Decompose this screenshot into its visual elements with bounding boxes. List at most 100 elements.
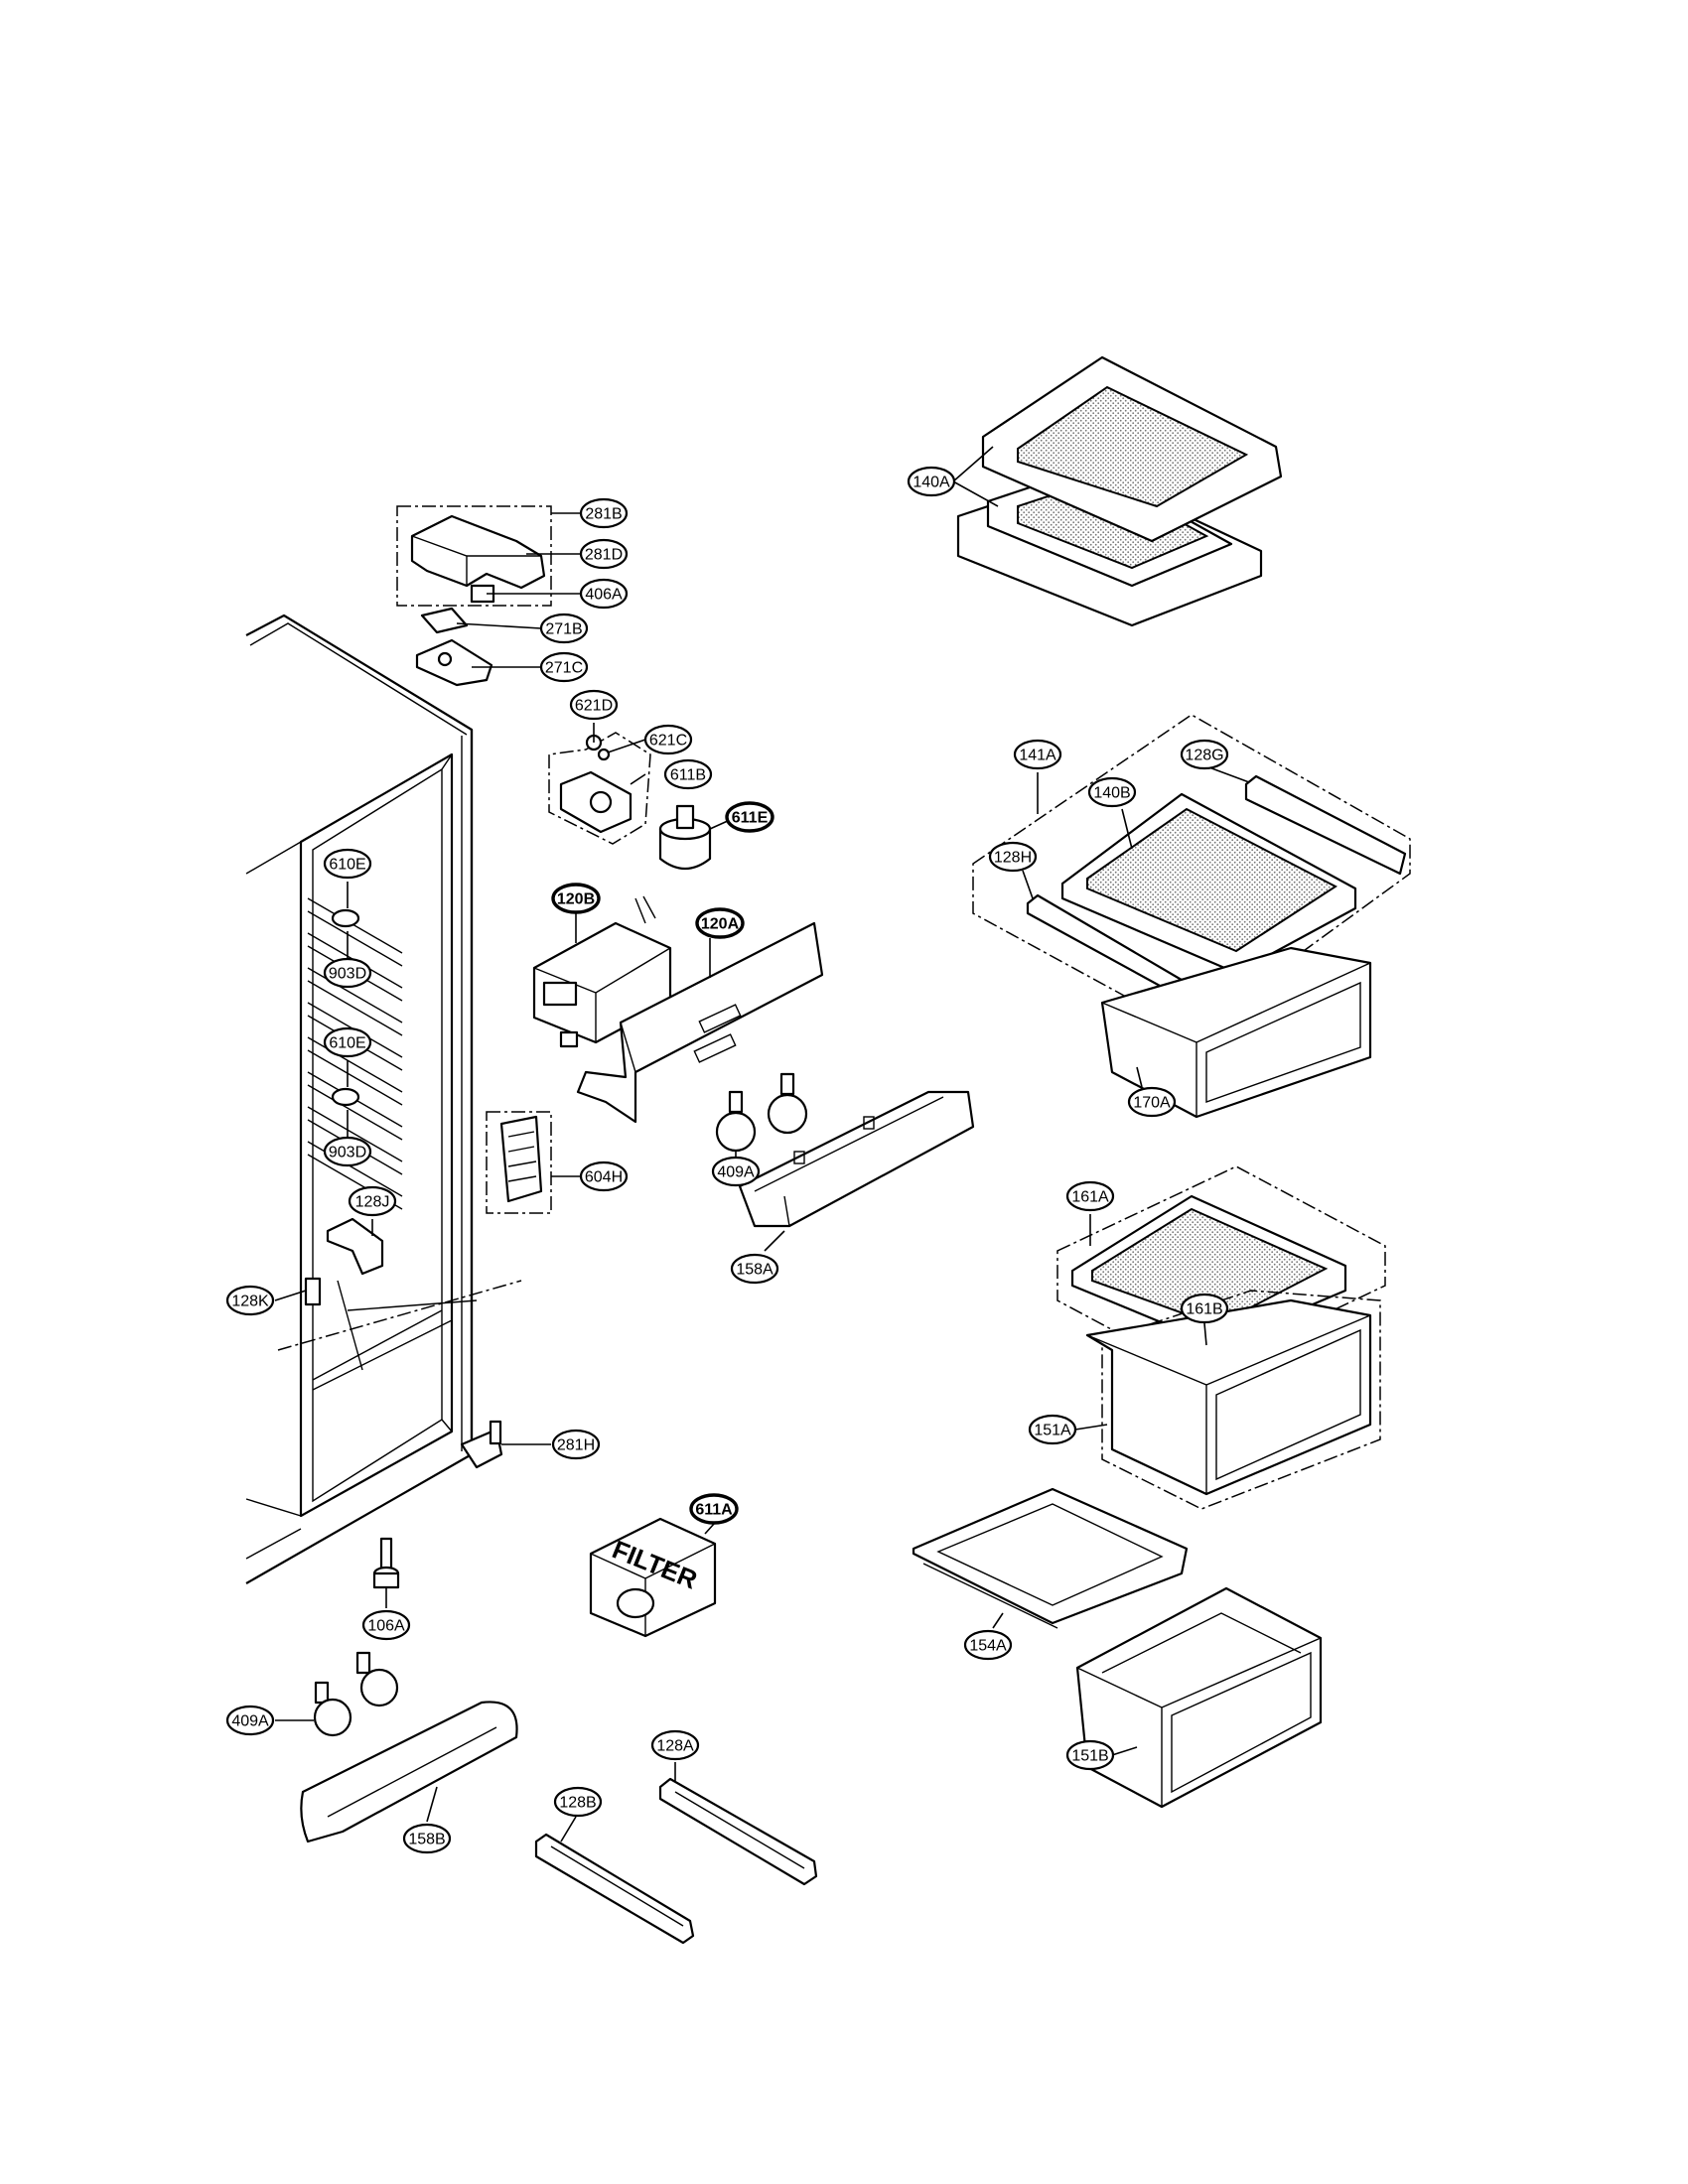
lamp-cover-158b (300, 1701, 518, 1843)
callout-128a: 128A (650, 1729, 700, 1761)
callout-141a: 141A (1013, 739, 1062, 770)
shelf-140a-pair (956, 355, 1283, 627)
callout-text: 281D (585, 547, 623, 564)
callout-text: 406A (585, 587, 623, 604)
tray-154a (912, 1487, 1189, 1629)
callout-158b: 158B (402, 1823, 452, 1854)
callout-120b: 120B (551, 883, 601, 914)
callout-158a: 158A (730, 1253, 779, 1285)
callout-text: 128K (231, 1294, 269, 1310)
callout-161a: 161A (1065, 1180, 1115, 1212)
housing-bracket-120a (576, 921, 824, 1124)
callout-903d-1: 903D (323, 957, 372, 989)
callout-text: 106A (367, 1618, 405, 1635)
callout-text: 128B (559, 1795, 596, 1812)
callout-409a-1: 409A (711, 1156, 761, 1187)
lamp-cover-158a (738, 1090, 975, 1228)
callout-161b: 161B (1180, 1293, 1229, 1324)
callout-text: 128G (1185, 748, 1223, 764)
callout-409a-2: 409A (225, 1705, 275, 1736)
group-161a-outline (1056, 1165, 1386, 1376)
callout-271b: 271B (539, 613, 589, 644)
callout-611b: 611B (663, 758, 713, 790)
callout-281d: 281D (579, 538, 629, 570)
callout-128b: 128B (553, 1786, 603, 1818)
callout-text: 128A (656, 1738, 694, 1755)
callout-281b: 281B (579, 497, 629, 529)
rail-128b (534, 1833, 695, 1945)
callout-text: 409A (717, 1164, 755, 1181)
callout-text: 151B (1071, 1748, 1108, 1765)
callout-128j: 128J (348, 1185, 397, 1217)
callout-621d: 621D (569, 689, 619, 721)
group-611b-outline (548, 732, 651, 845)
callout-text: 128J (355, 1194, 390, 1211)
group-151a-outline (1101, 1290, 1381, 1510)
screw-621c (597, 748, 611, 761)
callout-610e-1: 610E (323, 848, 372, 880)
rail-128a (658, 1777, 818, 1886)
shelf-light-clip-upper (331, 908, 360, 928)
callout-120a: 120A (695, 907, 745, 939)
callout-text: 611B (670, 767, 706, 784)
bracket-271c (415, 638, 493, 687)
callout-271c: 271C (539, 651, 589, 683)
callout-text: 604H (585, 1169, 623, 1186)
cover-604h (499, 1115, 543, 1203)
callout-text: 161A (1071, 1189, 1109, 1206)
shelf-140b (1060, 792, 1357, 975)
callout-text: 903D (329, 966, 366, 983)
light-bulb-409a-lower (313, 1651, 399, 1737)
callout-140a: 140A (907, 466, 956, 497)
lamp-housing-120b (532, 895, 672, 1048)
callout-text: 611E (732, 810, 769, 827)
leveling-leg-106a (372, 1537, 400, 1589)
callout-text: 120A (701, 916, 740, 933)
callout-text: 140B (1093, 785, 1130, 802)
callout-281h: 281H (551, 1429, 601, 1460)
group-141a-outline (972, 714, 1411, 1033)
light-bulb-409a-center (715, 1072, 808, 1153)
callout-text: 409A (231, 1713, 269, 1730)
callout-text: 611A (695, 1502, 733, 1519)
callout-621c: 621C (643, 724, 693, 755)
refrigerator-cabinet (245, 614, 522, 1584)
callout-text: 158A (736, 1262, 774, 1279)
callout-106a: 106A (361, 1609, 411, 1641)
callout-611a: 611A (689, 1493, 739, 1525)
callout-151a: 151A (1028, 1414, 1077, 1445)
callout-text: 120B (557, 891, 595, 908)
callout-text: 271C (545, 660, 583, 677)
callout-406a: 406A (579, 578, 629, 610)
callout-154a: 154A (963, 1629, 1013, 1661)
water-filter-611a: FILTER (589, 1517, 717, 1638)
hinge-pin (489, 1420, 502, 1445)
callout-text: 281H (557, 1437, 595, 1454)
group-604h-outline (486, 1111, 552, 1214)
callout-text: 621C (649, 733, 687, 750)
callout-text: 141A (1019, 748, 1056, 764)
control-cover-281d (410, 514, 546, 590)
callout-611e: 611E (725, 801, 774, 833)
vegetable-drawer-151b (1075, 1586, 1323, 1809)
callout-text: 271B (545, 621, 582, 638)
callout-text: 621D (575, 698, 613, 715)
callout-text: 151A (1034, 1423, 1071, 1439)
callout-text: 140A (913, 475, 950, 491)
callout-604h: 604H (579, 1160, 629, 1192)
callout-170a: 170A (1127, 1086, 1177, 1118)
rail-128g (1244, 774, 1407, 876)
callout-151b: 151B (1065, 1739, 1115, 1771)
callout-140b: 140B (1087, 776, 1137, 808)
filter-head-611e (658, 804, 712, 871)
callout-text: 281B (585, 506, 622, 523)
leader-lines (274, 446, 1250, 1843)
callout-text: 154A (969, 1638, 1007, 1655)
shelf-light-clip-lower (331, 1087, 360, 1107)
callout-610e-2: 610E (323, 1026, 372, 1058)
callout-text: 170A (1133, 1095, 1171, 1112)
group-281b-outline (396, 505, 552, 607)
callout-text: 610E (329, 857, 365, 874)
